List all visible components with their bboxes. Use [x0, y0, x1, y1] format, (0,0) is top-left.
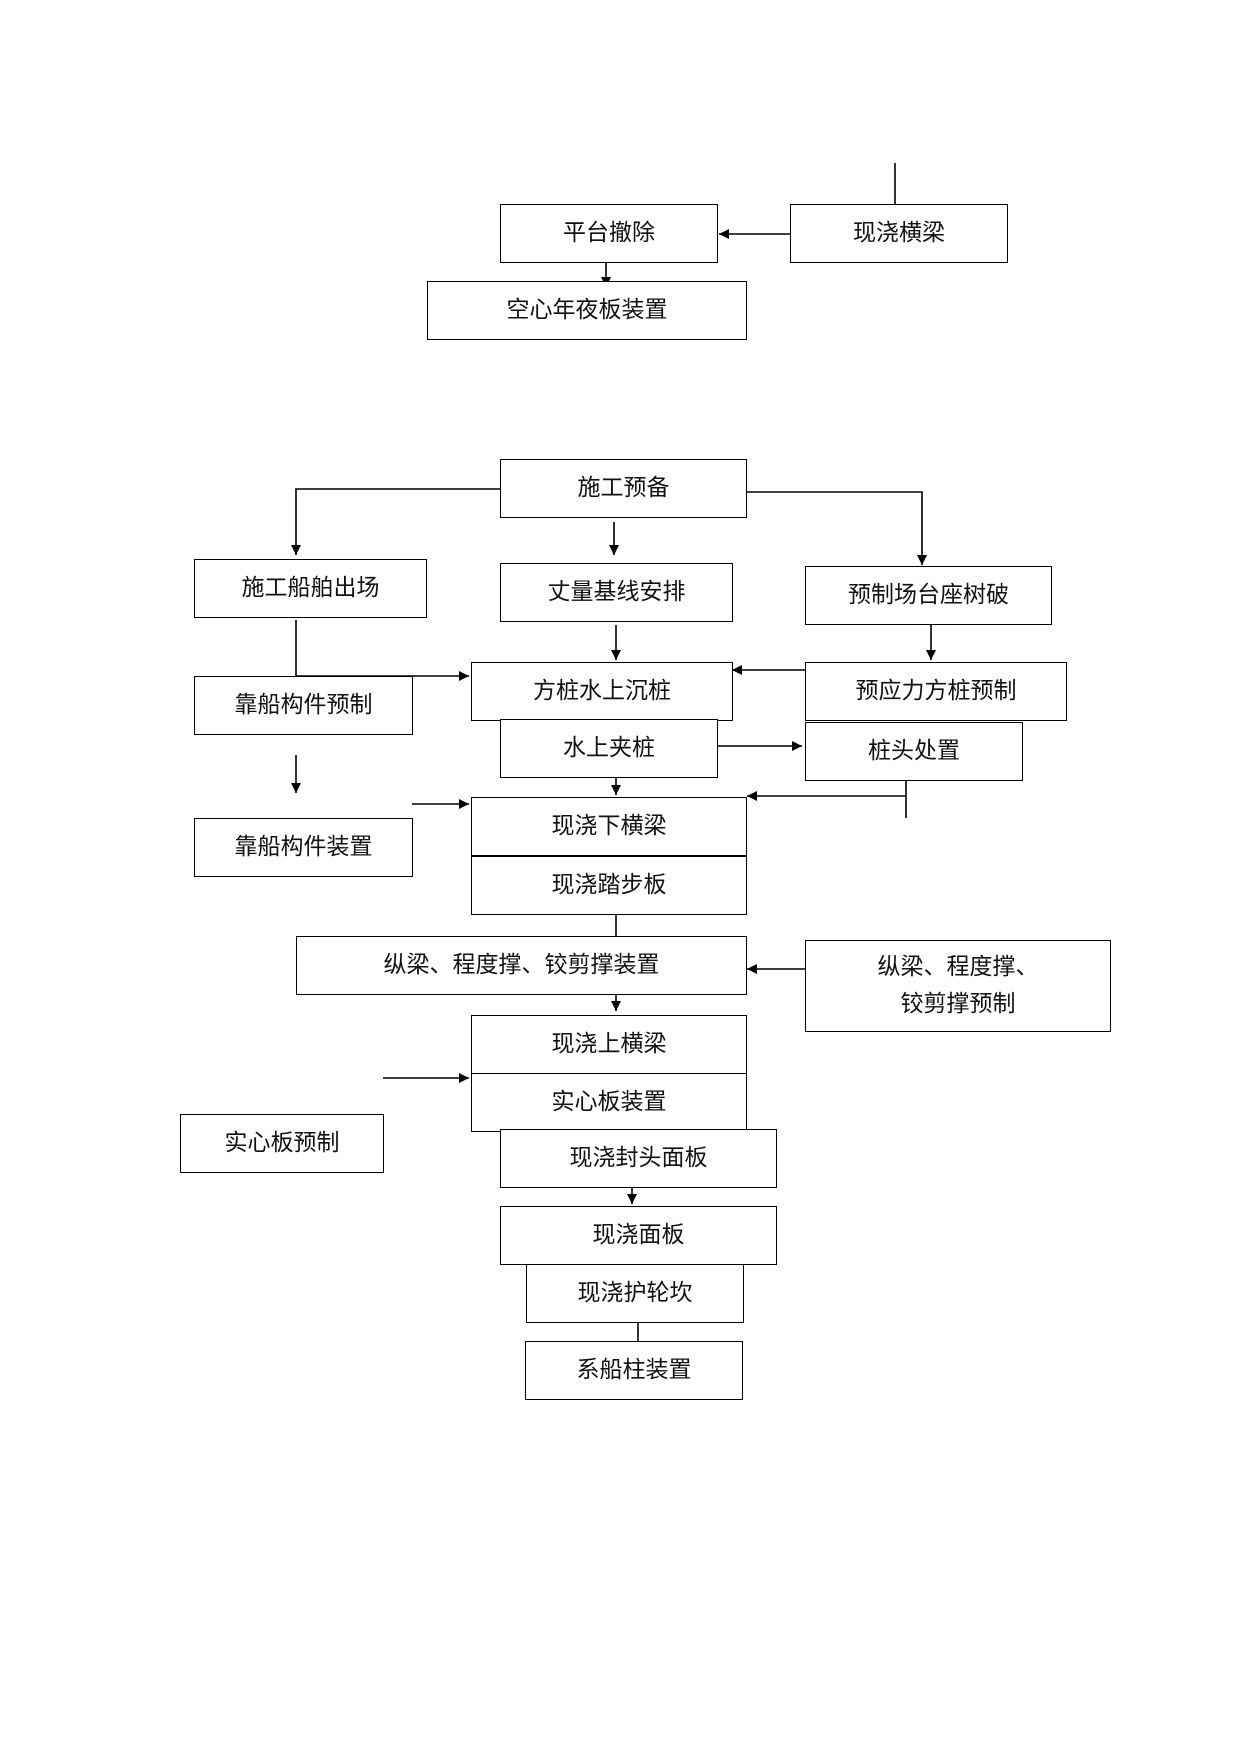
node-pile-clamping: 水上夹桩: [500, 719, 718, 778]
node-cast-step-slab: 现浇踏步板: [471, 856, 747, 915]
node-cast-wheel-guard: 现浇护轮坎: [526, 1264, 744, 1323]
node-solid-slab-install: 实心板装置: [471, 1073, 747, 1132]
stringer-prefab-label-line2: 铰剪撑预制: [900, 991, 1016, 1017]
node-berthing-install: 靠船构件装置: [194, 818, 413, 877]
node-stringer-bracing-install: 纵梁、程度撑、铰剪撑装置: [296, 936, 747, 995]
node-cast-deck: 现浇面板: [500, 1206, 777, 1265]
node-prefab-yard: 预制场台座树破: [805, 566, 1052, 625]
node-vessel-mobilization: 施工船舶出场: [194, 559, 427, 618]
node-cast-end-panel: 现浇封头面板: [500, 1129, 777, 1188]
node-pile-head-treatment: 桩头处置: [805, 722, 1023, 781]
node-survey-baseline: 丈量基线安排: [500, 563, 733, 622]
node-bollard-install: 系船柱装置: [525, 1341, 743, 1400]
arrow-prep-to-vessel: [291, 488, 500, 555]
node-construction-prep: 施工预备: [500, 459, 747, 518]
arrow-prep-to-prefab-yard: [747, 491, 927, 565]
node-stringer-bracing-prefab: 纵梁、程度撑、 铰剪撑预制: [805, 940, 1111, 1032]
node-cast-upper-beam: 现浇上横梁: [471, 1015, 747, 1074]
node-berthing-prefab: 靠船构件预制: [194, 676, 413, 735]
stringer-prefab-label-line1: 纵梁、程度撑、: [877, 954, 1039, 981]
node-cast-cross-beam: 现浇横梁: [790, 204, 1008, 263]
node-square-pile-driving: 方桩水上沉桩: [471, 662, 733, 721]
node-solid-slab-prefab: 实心板预制: [180, 1114, 384, 1173]
node-prestressed-pile-prefab: 预应力方桩预制: [805, 662, 1067, 721]
node-platform-removal: 平台撤除: [500, 204, 718, 263]
node-cast-lower-beam: 现浇下横梁: [471, 797, 747, 856]
node-hollow-slab-install: 空心年夜板装置: [427, 281, 747, 340]
